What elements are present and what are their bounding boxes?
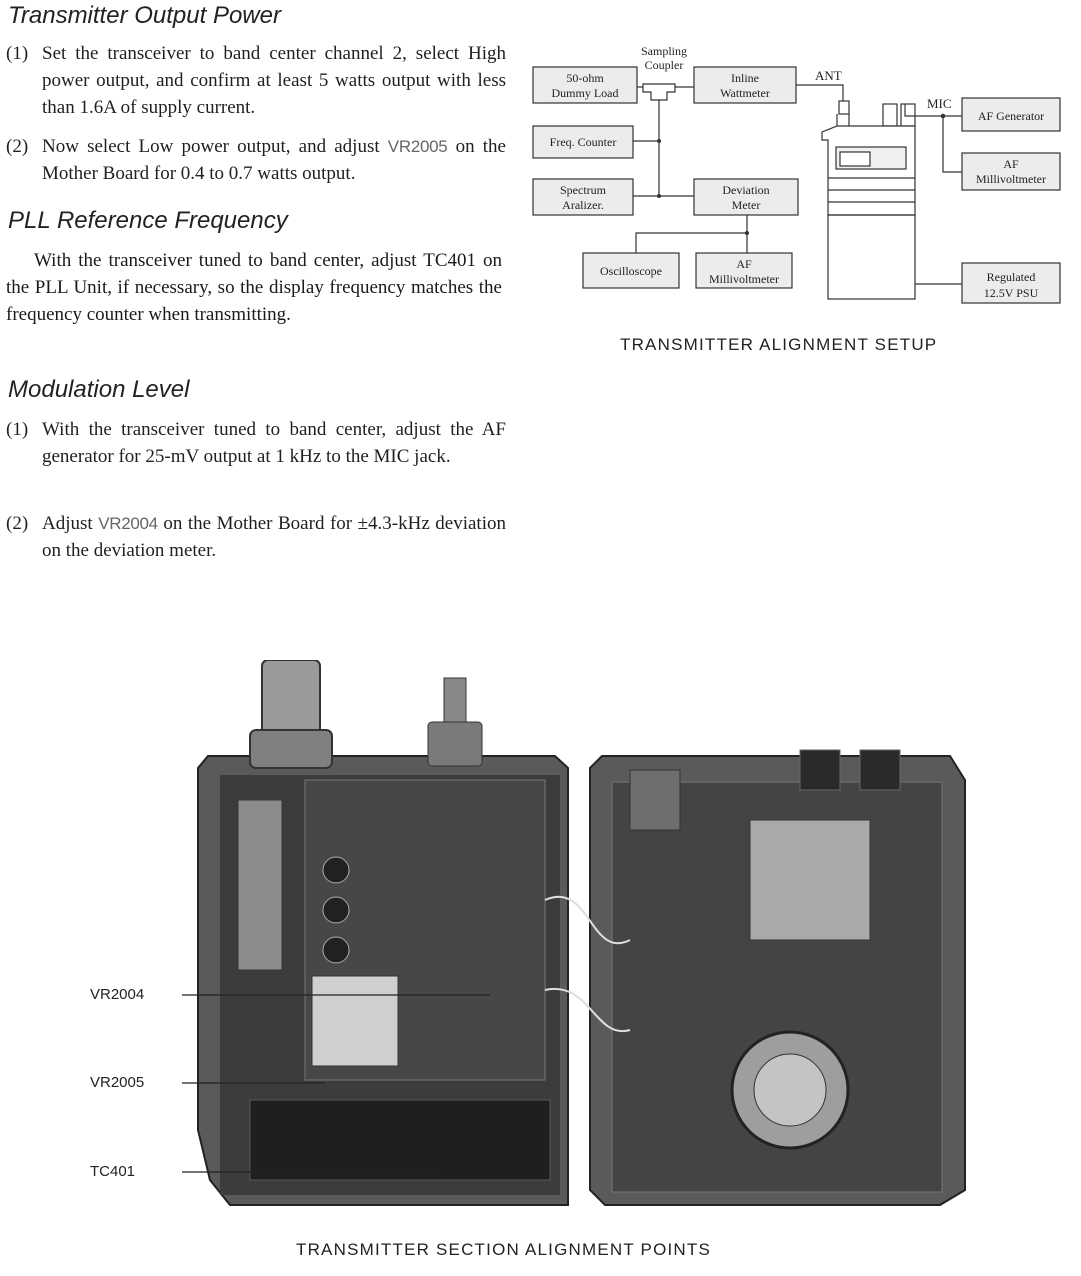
connection-lines (633, 84, 962, 285)
af-millivoltmeter-left-label-1: AF (736, 257, 752, 271)
junction-dot (745, 231, 749, 235)
transmitter-section-photo (182, 660, 966, 1206)
speaker-cone (753, 1053, 827, 1127)
battery-contacts (249, 1099, 551, 1181)
setup-diagram-caption: TRANSMITTER ALIGNMENT SETUP (620, 335, 938, 354)
step-number: (1) (6, 43, 29, 64)
step-text: Adjust VR2004 on the Mother Board for ±4… (42, 510, 506, 564)
sampling-coupler-label-1: Sampling (641, 44, 687, 58)
output-power-step-2: (2) Now select Low power output, and adj… (6, 133, 506, 187)
step-number: (2) (6, 136, 29, 157)
vr2004-reference: VR2004 (98, 514, 158, 533)
step-text: With the transceiver tuned to band cente… (42, 419, 506, 467)
volume-knob-shaft (443, 677, 467, 729)
coil (322, 936, 350, 964)
regulated-psu-label-2: 12.5V PSU (984, 286, 1039, 300)
step-text-before: Now select Low power output, and adjust (42, 136, 388, 157)
callout-vr2005: VR2005 (90, 1074, 145, 1091)
spectrum-analyzer-box (532, 178, 634, 216)
af-millivoltmeter-right-label-2: Millivoltmeter (976, 172, 1046, 186)
inline-wattmeter-label-1: Inline (731, 71, 759, 85)
deviation-meter-label-1: Deviation (722, 183, 769, 197)
coil (322, 896, 350, 924)
junction-dot (657, 194, 661, 198)
af-millivoltmeter-left-label-2: Millivoltmeter (709, 272, 779, 286)
volume-knob-base (427, 721, 483, 767)
step-number: (1) (6, 419, 29, 440)
regulated-psu-label-1: Regulated (987, 270, 1036, 284)
oscilloscope-box (582, 252, 680, 289)
bnc-connector (261, 660, 321, 739)
step-number: (2) (6, 513, 29, 534)
regulated-psu-box (961, 262, 1061, 304)
pll-reference-paragraph: With the transceiver tuned to band cente… (6, 250, 502, 325)
af-millivoltmeter-left-box (695, 252, 793, 289)
section-title-pll-reference: PLL Reference Frequency (8, 207, 288, 234)
modulation-step-1: (1) With the transceiver tuned to band c… (6, 416, 506, 470)
mic-jack (799, 749, 841, 791)
af-generator-box (961, 97, 1061, 132)
inline-wattmeter-label-2: Wattmeter (720, 86, 770, 100)
oscilloscope-label: Oscilloscope (600, 264, 662, 278)
alignment-setup-diagram: Sampling Coupler 50-ohm Dummy Load Inlin… (532, 44, 1061, 304)
dummy-load-label-2: Dummy Load (552, 86, 619, 100)
junction-dot (657, 139, 661, 143)
junction-dot (940, 113, 946, 119)
ant-label: ANT (815, 68, 842, 83)
coil (322, 856, 350, 884)
sampling-coupler-label-2: Coupler (645, 58, 684, 72)
wire (544, 895, 631, 945)
deviation-meter-box (693, 178, 799, 216)
af-millivoltmeter-right-label-1: AF (1003, 157, 1019, 171)
photo-caption: TRANSMITTER SECTION ALIGNMENT POINTS (296, 1240, 712, 1259)
section-title-output-power: Transmitter Output Power (8, 2, 281, 29)
step-text-after: on the Mother Board for 0.4 to 0.7 watts… (42, 136, 506, 184)
freq-counter-label: Freq. Counter (550, 135, 617, 149)
af-generator-label: AF Generator (978, 109, 1044, 123)
heatsink (237, 799, 283, 971)
inline-wattmeter-box (693, 66, 797, 104)
spectrum-analyzer-label-1: Spectrum (560, 183, 607, 197)
step-text-after: on the Mother Board for ±4.3-kHz deviati… (42, 513, 506, 561)
speaker-jack (859, 749, 901, 791)
vr2004-area (311, 975, 399, 1067)
callout-tc401: TC401 (90, 1163, 136, 1180)
dummy-load-label-1: 50-ohm (566, 71, 604, 85)
output-power-step-1: (1) Set the transceiver to band center c… (6, 40, 506, 121)
wire (544, 987, 631, 1033)
switch (629, 769, 681, 831)
step-text: Now select Low power output, and adjust … (42, 133, 506, 187)
bnc-nut (249, 729, 333, 769)
mic-label: MIC (927, 96, 952, 111)
vr2005-reference: VR2005 (387, 137, 448, 156)
spectrum-analyzer-label-2: Aralizer. (562, 198, 604, 212)
deviation-meter-label-2: Meter (732, 198, 761, 212)
freq-counter-box (532, 125, 634, 159)
section-title-modulation-level: Modulation Level (8, 376, 190, 403)
shield-can (749, 819, 871, 941)
transceiver-outline (821, 100, 916, 300)
modulation-step-2: (2) Adjust VR2004 on the Mother Board fo… (6, 510, 506, 564)
sampling-coupler-symbol (642, 83, 676, 101)
callout-vr2004: VR2004 (90, 986, 145, 1003)
step-text: Set the transceiver to band center chann… (42, 43, 506, 118)
step-text-before: Adjust (42, 513, 99, 534)
dummy-load-box (532, 66, 638, 104)
